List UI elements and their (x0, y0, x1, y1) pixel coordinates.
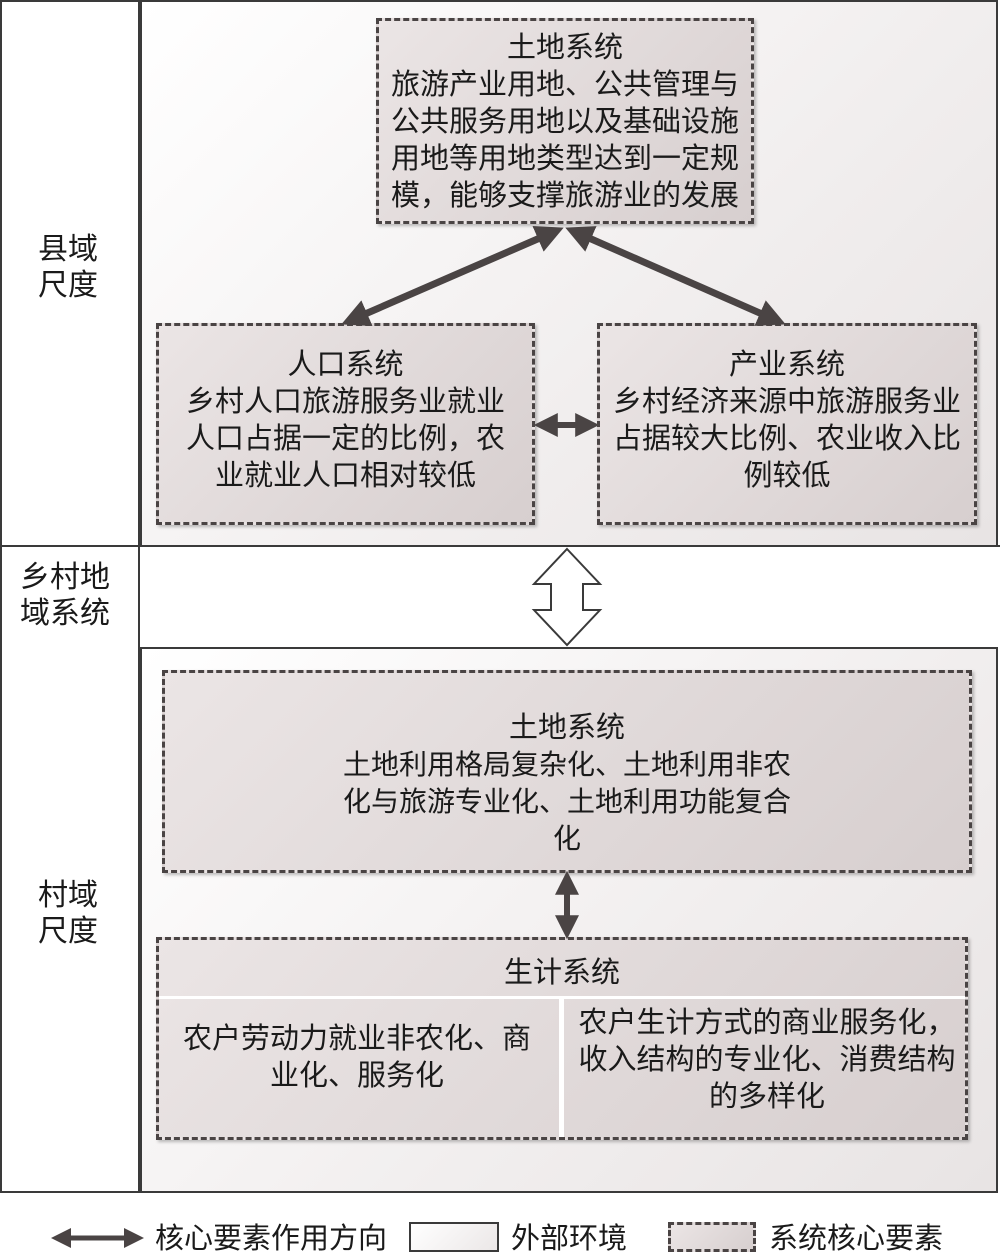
county-population-body: 乡村人口旅游服务业就业人口占据一定的比例，农业就业人口相对较低 (185, 384, 505, 492)
village-scale-label: 村域 尺度 (38, 878, 98, 949)
county-scale-label: 县域 尺度 (38, 232, 98, 303)
legend-core-swatch (668, 1222, 756, 1252)
county-population-system: 人口系统 乡村人口旅游服务业就业人口占据一定的比例，农业就业人口相对较低 (156, 323, 535, 525)
legend-external-swatch (409, 1222, 499, 1252)
livelihood-divider-vertical (559, 999, 564, 1137)
legend-core-label: 系统核心要素 (769, 1221, 944, 1255)
rural-system-label: 乡村地 域系统 (20, 560, 110, 631)
legend-external-label: 外部环境 (511, 1221, 628, 1255)
hollow-double-arrow (531, 547, 603, 647)
village-land-system: 土地系统 土地利用格局复杂化、土地利用非农化与旅游专业化、土地利用功能复合化 (162, 670, 972, 873)
village-land-title: 土地系统 (508, 710, 625, 744)
livelihood-divider-horizontal (159, 996, 965, 999)
livelihood-right-cell: 农户生计方式的商业服务化，收入结构的专业化、消费结构的多样化 (578, 1005, 956, 1113)
county-industry-body: 乡村经济来源中旅游服务业占据较大比例、农业收入比例较低 (612, 384, 961, 492)
county-land-title: 土地系统 (506, 30, 623, 64)
county-land-system: 土地系统 旅游产业用地、公共管理与公共服务用地以及基础设施用地等用地类型达到一定… (376, 18, 754, 224)
legend-arrow-label: 核心要素作用方向 (155, 1221, 388, 1255)
village-livelihood-title: 生计系统 (503, 955, 620, 989)
county-land-body: 旅游产业用地、公共管理与公共服务用地以及基础设施用地等用地类型达到一定规模，能够… (390, 67, 739, 212)
scale-label-column (0, 0, 140, 1193)
village-land-body: 土地利用格局复杂化、土地利用非农化与旅游专业化、土地利用功能复合化 (342, 748, 791, 855)
county-industry-title: 产业系统 (728, 347, 845, 381)
arrow-land-industry (565, 226, 786, 326)
county-industry-system: 产业系统 乡村经济来源中旅游服务业占据较大比例、农业收入比例较低 (597, 323, 977, 525)
arrow-land-population (341, 225, 564, 327)
county-population-title: 人口系统 (287, 347, 404, 381)
livelihood-left-cell: 农户劳动力就业非农化、商业化、服务化 (182, 1021, 531, 1092)
